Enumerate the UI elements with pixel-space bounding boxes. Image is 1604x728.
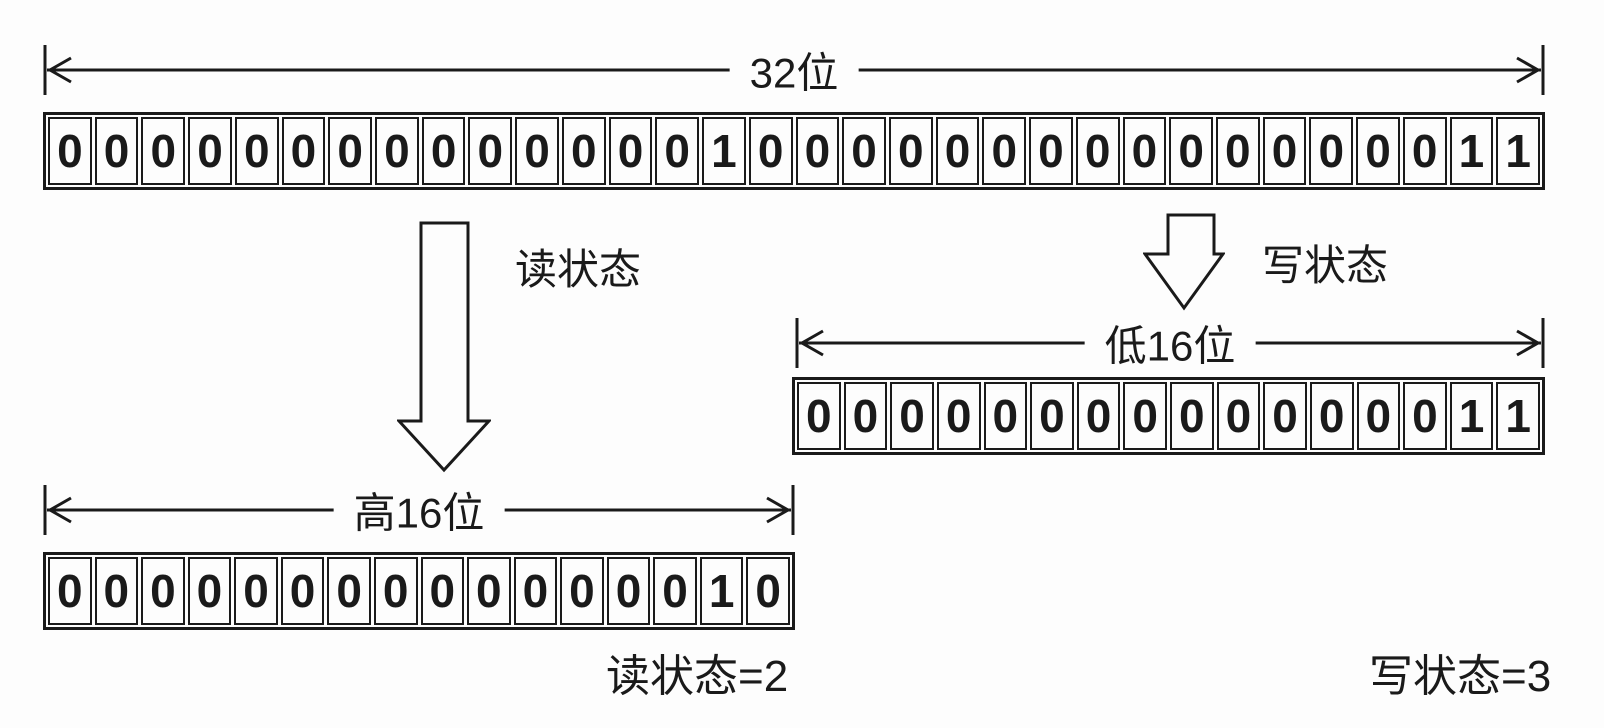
- bit-cell: 1: [1496, 117, 1540, 185]
- bit-cell: 1: [699, 557, 744, 625]
- bit-cell: 0: [1122, 117, 1167, 185]
- bit-cell: 1: [1449, 117, 1494, 185]
- bit-cell: 0: [1402, 117, 1447, 185]
- bit-cell: 0: [983, 382, 1028, 450]
- bit-cell: 0: [606, 557, 651, 625]
- bit-cell: 0: [935, 117, 980, 185]
- bit-cell: 0: [1075, 117, 1120, 185]
- bit-cell: 0: [1169, 117, 1213, 185]
- bit-cell: 0: [141, 557, 185, 625]
- bit-cell: 0: [420, 557, 465, 625]
- bit-cell: 0: [141, 117, 186, 185]
- bit-cell: 0: [513, 557, 558, 625]
- dimension-high16: 高16位: [43, 479, 795, 541]
- bit-cell: 0: [1403, 382, 1447, 450]
- bit-cell: 0: [234, 117, 279, 185]
- bit-cell: 0: [421, 117, 466, 185]
- bit-cell: 0: [48, 117, 92, 185]
- write-status-label: 写状态: [1262, 242, 1389, 289]
- bit-cell: 0: [94, 117, 139, 185]
- bit-cell: 0: [281, 117, 326, 185]
- bit-cell: 1: [1496, 382, 1540, 450]
- bit-cell: 0: [1263, 382, 1307, 450]
- bit-cell: 0: [375, 117, 419, 185]
- bit-cell: 0: [48, 557, 92, 625]
- write-status-down-arrow-icon: [1143, 213, 1225, 311]
- bit-cell: 0: [468, 117, 513, 185]
- bit-cell: 0: [188, 117, 232, 185]
- bit-cell: 0: [795, 117, 840, 185]
- bit-cell: 0: [373, 557, 418, 625]
- bit-cell: 0: [561, 117, 606, 185]
- bit-cell: 0: [1309, 117, 1354, 185]
- dimension-low16-label: 低16位: [1084, 312, 1256, 374]
- bit-cell: 0: [653, 557, 697, 625]
- bit-cell: 0: [1076, 382, 1121, 450]
- bit-cell: 0: [1170, 382, 1214, 450]
- bit-cell: 0: [608, 117, 653, 185]
- bit-cell: 0: [1029, 117, 1073, 185]
- bit-cell: 1: [1449, 382, 1494, 450]
- bit-cell: 1: [702, 117, 746, 185]
- write-result-label: 写状态=3: [1369, 652, 1552, 701]
- bit-cell: 0: [842, 117, 886, 185]
- bit-cell: 0: [515, 117, 559, 185]
- bit-cell: 0: [1356, 117, 1400, 185]
- bit-cell: 0: [797, 382, 841, 450]
- bit-cell: 0: [655, 117, 700, 185]
- bit-cell: 0: [280, 557, 325, 625]
- bit-cell: 0: [1309, 382, 1354, 450]
- bit-cell: 0: [327, 557, 371, 625]
- bit-cell: 0: [1262, 117, 1307, 185]
- bit-cell: 0: [187, 557, 232, 625]
- bit-cell: 0: [1216, 382, 1261, 450]
- bit-cell: 0: [560, 557, 604, 625]
- bit-cell: 0: [1356, 382, 1401, 450]
- bit-cell: 0: [748, 117, 793, 185]
- bit-cell: 0: [888, 117, 933, 185]
- bit-cell: 0: [234, 557, 278, 625]
- bit-cell: 0: [890, 382, 934, 450]
- dimension-32bit-label: 32位: [729, 39, 859, 101]
- bit-cell: 0: [982, 117, 1027, 185]
- dimension-low16: 低16位: [795, 312, 1545, 374]
- read-status-down-arrow-icon: [397, 221, 491, 473]
- bit-cell: 0: [94, 557, 139, 625]
- bit-cell: 0: [467, 557, 511, 625]
- dimension-high16-label: 高16位: [333, 479, 505, 541]
- dimension-32bit: 32位: [43, 39, 1545, 101]
- bit-cell: 0: [1030, 382, 1074, 450]
- bit-cell: 0: [328, 117, 373, 185]
- read-result-label: 读状态=2: [606, 652, 789, 701]
- bit-cell: 0: [746, 557, 790, 625]
- bit-cell: 0: [1123, 382, 1167, 450]
- read-status-label: 读状态: [515, 246, 642, 293]
- bit-cell: 0: [936, 382, 981, 450]
- bit-cell: 0: [843, 382, 888, 450]
- bit-cell: 0: [1215, 117, 1260, 185]
